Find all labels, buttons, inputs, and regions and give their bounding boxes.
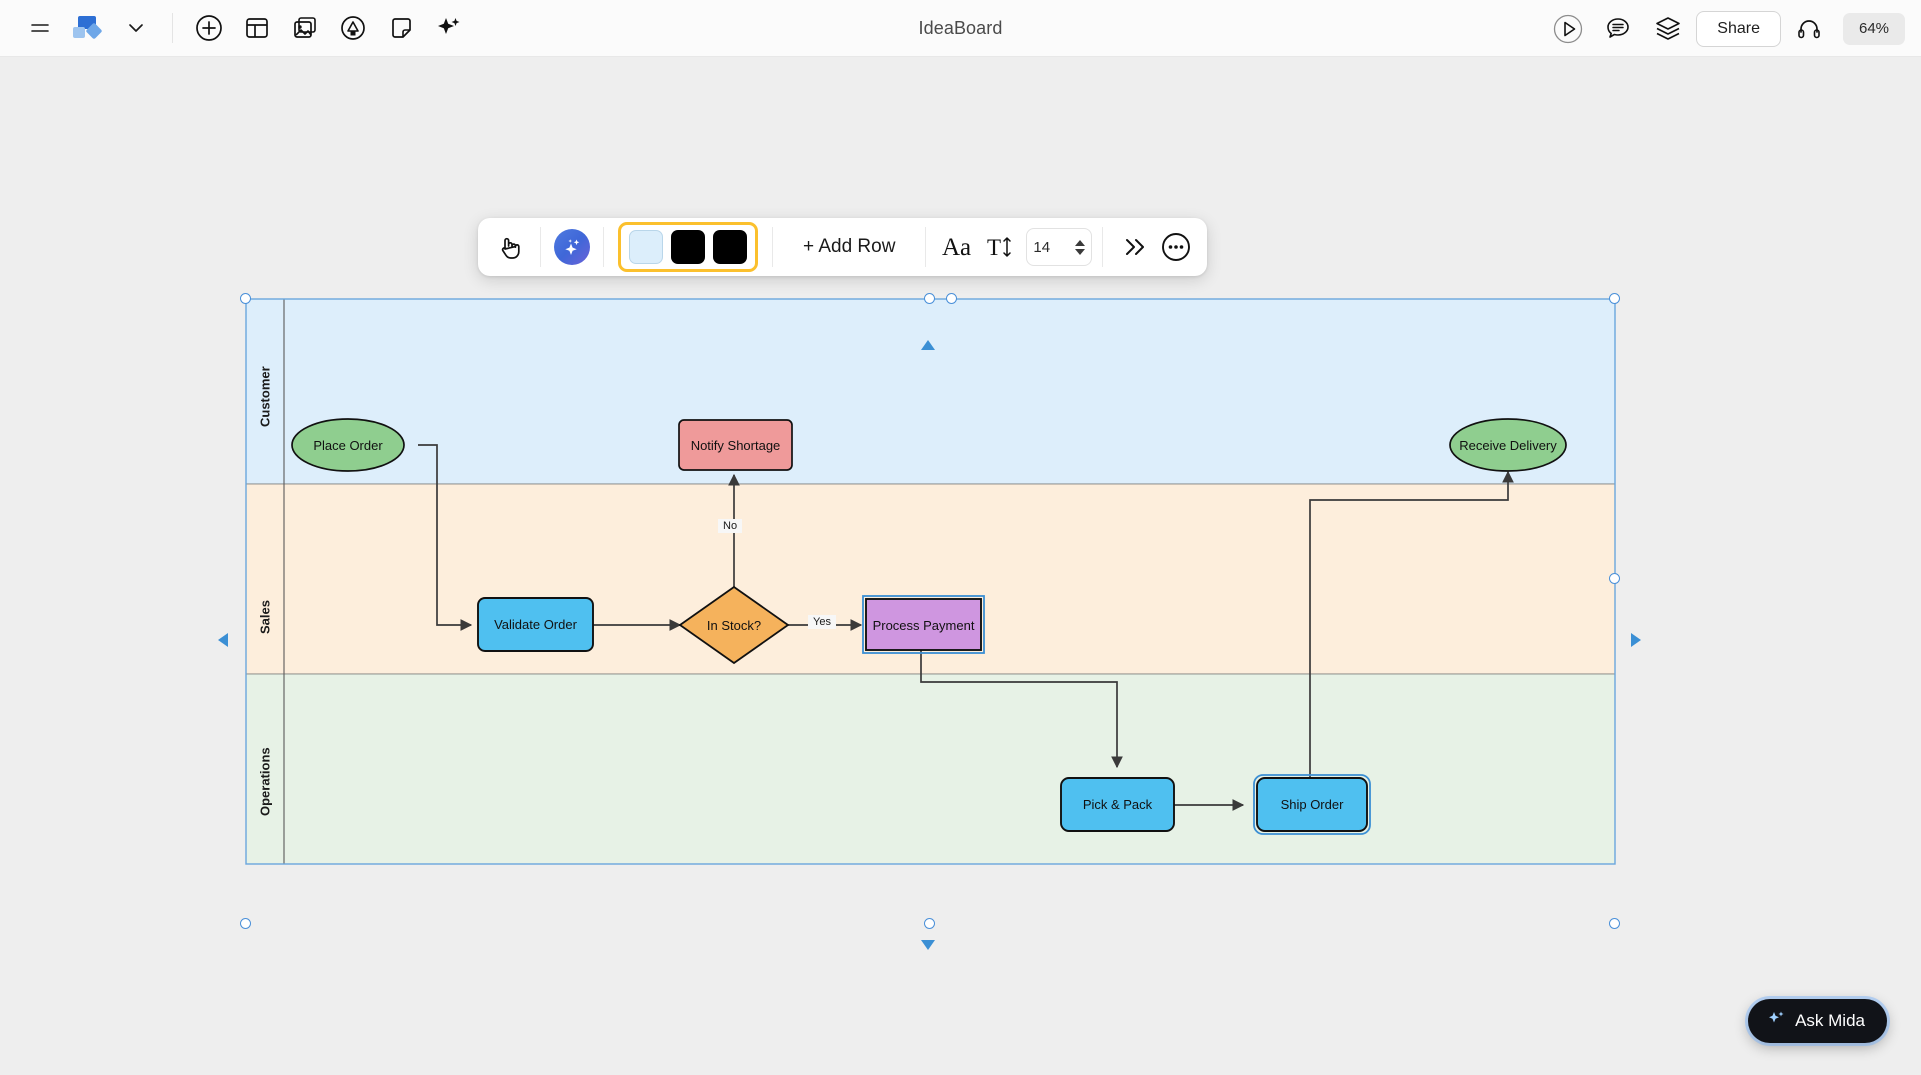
resize-handle-left-center[interactable] bbox=[1609, 573, 1620, 584]
lane-label-customer[interactable]: Customer bbox=[255, 357, 275, 437]
add-icon[interactable] bbox=[187, 6, 231, 50]
toolbar-left-group bbox=[0, 6, 471, 50]
resize-handle-top-center[interactable] bbox=[924, 293, 935, 304]
svg-text:T: T bbox=[987, 235, 1001, 260]
font-size-stepper-arrows[interactable] bbox=[1075, 240, 1085, 255]
comment-icon[interactable] bbox=[1596, 7, 1640, 51]
hamburger-menu-icon[interactable] bbox=[18, 6, 62, 50]
add-row-button[interactable]: + Add Row bbox=[783, 226, 915, 268]
toolbar-divider bbox=[172, 13, 173, 43]
chevron-double-right-icon[interactable] bbox=[1113, 226, 1155, 268]
ai-sparkle-icon[interactable] bbox=[551, 226, 593, 268]
resize-handle-bottom-center[interactable] bbox=[924, 918, 935, 929]
font-size-stepper[interactable]: 14 bbox=[1026, 228, 1092, 266]
edge-label-no: No bbox=[718, 519, 742, 533]
font-size-T-icon[interactable]: T bbox=[978, 226, 1020, 268]
pen-circle-icon[interactable] bbox=[331, 6, 375, 50]
shape-context-toolbar[interactable]: + Add Row Aa T 14 bbox=[478, 218, 1207, 276]
page-title: IdeaBoard bbox=[919, 18, 1003, 39]
edge-label-yes: Yes bbox=[808, 615, 836, 629]
share-button-label: Share bbox=[1717, 20, 1760, 38]
present-play-icon[interactable] bbox=[1546, 7, 1590, 51]
border-color-swatch[interactable] bbox=[671, 230, 705, 264]
font-size-decrement-arrow[interactable] bbox=[1075, 249, 1085, 255]
color-swatches-highlighted[interactable] bbox=[618, 222, 758, 272]
headset-icon[interactable] bbox=[1787, 7, 1831, 51]
resize-handle-top-left[interactable] bbox=[240, 293, 251, 304]
sticky-note-icon[interactable] bbox=[379, 6, 423, 50]
resize-handle-bottom-right[interactable] bbox=[1609, 918, 1620, 929]
lane-label-sales[interactable]: Sales bbox=[255, 587, 275, 647]
text-color-swatch[interactable] bbox=[713, 230, 747, 264]
sparkle-icon[interactable] bbox=[427, 6, 471, 50]
resize-handle-right-center[interactable] bbox=[240, 918, 251, 929]
more-options-icon[interactable] bbox=[1155, 226, 1197, 268]
resize-handle-top-right[interactable] bbox=[1609, 293, 1620, 304]
add-row-group: + Add Row bbox=[773, 218, 925, 276]
pointer-tool-group bbox=[478, 218, 540, 276]
color-swatch-group bbox=[604, 218, 772, 276]
add-column-left-arrow[interactable] bbox=[218, 633, 228, 652]
svg-text:Aa: Aa bbox=[942, 234, 971, 261]
image-icon[interactable] bbox=[283, 6, 327, 50]
swimlane-diagram[interactable]: Customer Sales Operations Place Order No… bbox=[0, 57, 1921, 1075]
ask-mida-button[interactable]: Ask Mida bbox=[1748, 999, 1887, 1043]
top-toolbar: IdeaBoard Share bbox=[0, 0, 1921, 57]
ask-mida-label: Ask Mida bbox=[1795, 1011, 1865, 1031]
add-column-right-arrow[interactable] bbox=[1631, 633, 1641, 652]
fill-color-swatch[interactable] bbox=[629, 230, 663, 264]
chevron-down-icon[interactable] bbox=[114, 6, 158, 50]
add-row-below-arrow[interactable] bbox=[921, 937, 935, 955]
sparkle-icon bbox=[1766, 1009, 1786, 1034]
hand-pointer-icon[interactable] bbox=[488, 226, 530, 268]
ai-orb-background bbox=[554, 229, 590, 265]
add-row-above-arrow[interactable] bbox=[921, 337, 935, 355]
toolbar-right-group: Share 64% bbox=[1546, 0, 1905, 57]
overflow-group bbox=[1103, 218, 1207, 276]
typography-group: Aa T 14 bbox=[926, 218, 1102, 276]
lane-label-operations[interactable]: Operations bbox=[255, 737, 275, 827]
font-family-Aa-icon[interactable]: Aa bbox=[936, 226, 978, 268]
font-size-increment-arrow[interactable] bbox=[1075, 240, 1085, 246]
ai-tool-group bbox=[541, 218, 603, 276]
share-button[interactable]: Share bbox=[1696, 11, 1781, 47]
layers-icon[interactable] bbox=[1646, 7, 1690, 51]
rotate-handle[interactable] bbox=[946, 293, 957, 304]
zoom-level-badge[interactable]: 64% bbox=[1843, 13, 1905, 45]
font-size-value: 14 bbox=[1033, 239, 1050, 256]
app-logo-icon[interactable] bbox=[66, 6, 110, 50]
board-canvas[interactable]: Customer Sales Operations Place Order No… bbox=[0, 57, 1921, 1075]
layout-icon[interactable] bbox=[235, 6, 279, 50]
